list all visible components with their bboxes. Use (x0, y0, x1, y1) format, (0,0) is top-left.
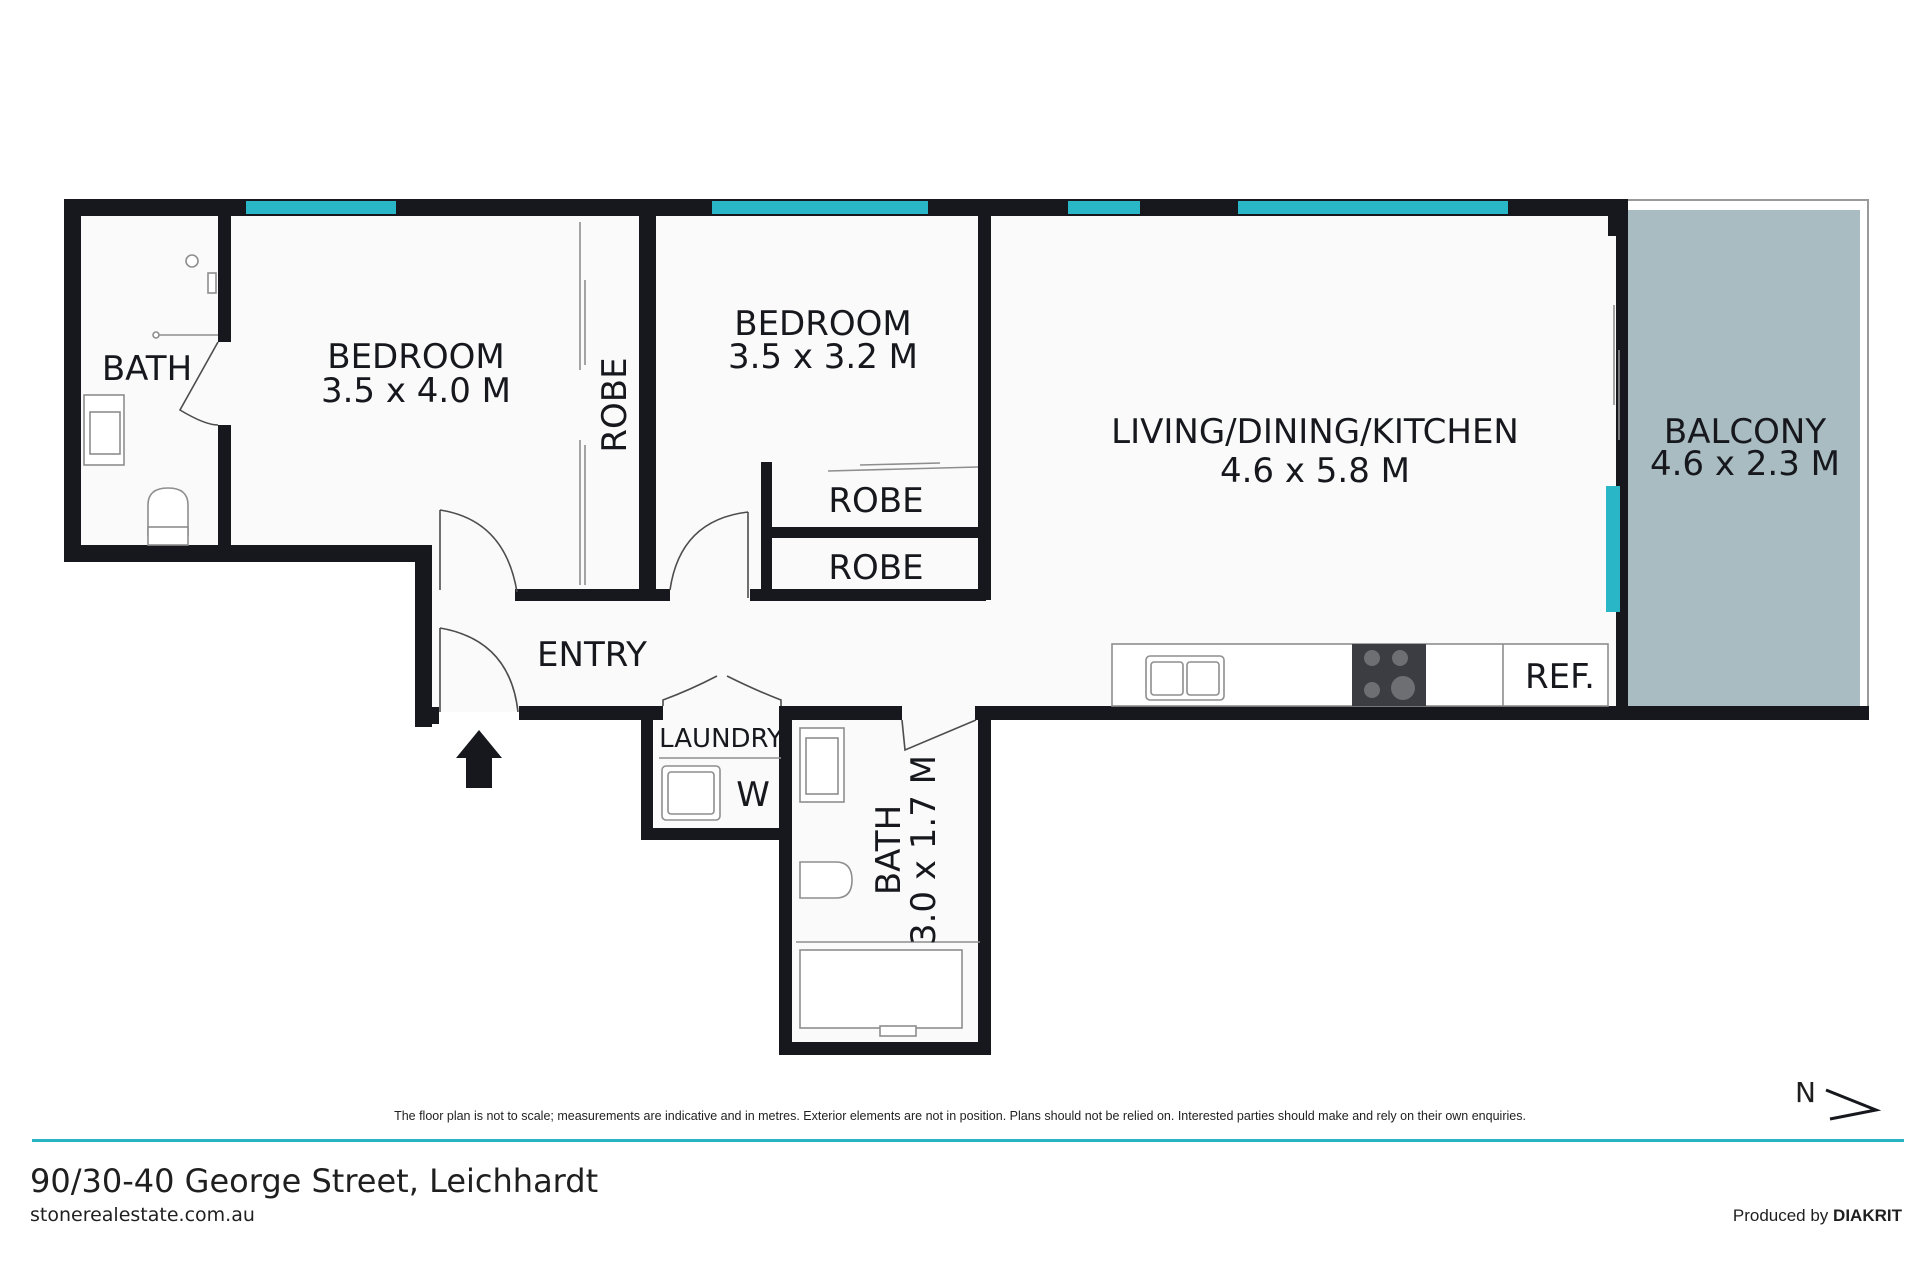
robe-sliding-doors (579, 222, 979, 585)
main-bath-fixtures (796, 727, 980, 1037)
agency-website-link[interactable]: stonerealestate.com.au (30, 1204, 255, 1226)
room-size-main-bath: 3.0 x 1.7 M (904, 755, 944, 945)
balcony-floor (1628, 210, 1860, 706)
window (712, 201, 928, 214)
floor-fills (66, 210, 1860, 1048)
window (246, 201, 396, 214)
room-size-living: 4.6 x 5.8 M (1220, 451, 1410, 491)
room-labels: BATH BEDROOM 3.5 x 4.0 M ROBE BEDROOM 3.… (102, 304, 1840, 945)
toilet-icon (147, 487, 189, 536)
fridge-label: REF. (1525, 657, 1595, 697)
room-label-bedroom-1: BEDROOM (327, 337, 504, 377)
kitchen-counter (1111, 643, 1609, 707)
disclaimer-text: The floor plan is not to scale; measurem… (394, 1109, 1526, 1123)
balcony-outline (1624, 199, 1869, 712)
doors (178, 341, 977, 752)
room-label-balcony: BALCONY (1664, 412, 1826, 452)
room-label-robe-1: ROBE (595, 357, 635, 452)
window (1606, 486, 1620, 612)
producer-credit: Produced by DIAKRIT (1733, 1206, 1902, 1226)
walls (64, 199, 1869, 1055)
room-label-main-bath: BATH (869, 805, 909, 895)
property-address: 90/30-40 George Street, Leichhardt (30, 1162, 599, 1200)
producer-prefix: Produced by (1732, 1206, 1829, 1225)
washer-label: W (736, 775, 770, 815)
room-label-master-bath: BATH (102, 349, 192, 389)
windows (246, 201, 1620, 612)
compass-label: N (1795, 1076, 1816, 1109)
room-label-entry: ENTRY (537, 635, 647, 675)
shower-head-icon (185, 254, 199, 268)
room-label-bedroom-2: BEDROOM (734, 304, 911, 344)
room-label-robe-3: ROBE (828, 548, 923, 588)
laundry-fixtures (659, 757, 781, 821)
balcony-sliding-door (1613, 305, 1620, 440)
producer-brand: DIAKRIT (1833, 1206, 1902, 1225)
room-size-bedroom-2: 3.5 x 3.2 M (728, 337, 918, 377)
entry-arrow-icon (456, 730, 502, 788)
cooktop-icon (1352, 644, 1426, 706)
window (1068, 201, 1140, 214)
bathtub-icon (799, 949, 963, 1029)
footer-divider (32, 1139, 1904, 1142)
room-label-robe-2: ROBE (828, 481, 923, 521)
room-size-bedroom-1: 3.5 x 4.0 M (321, 371, 511, 411)
room-label-living: LIVING/DINING/KITCHEN (1111, 412, 1519, 452)
north-arrow-icon (1825, 1088, 1882, 1121)
room-label-laundry: LAUNDRY (659, 724, 783, 754)
window (1238, 201, 1508, 214)
master-bath-fixtures (83, 254, 218, 546)
toilet-icon (799, 861, 853, 899)
room-size-balcony: 4.6 x 2.3 M (1650, 444, 1840, 484)
